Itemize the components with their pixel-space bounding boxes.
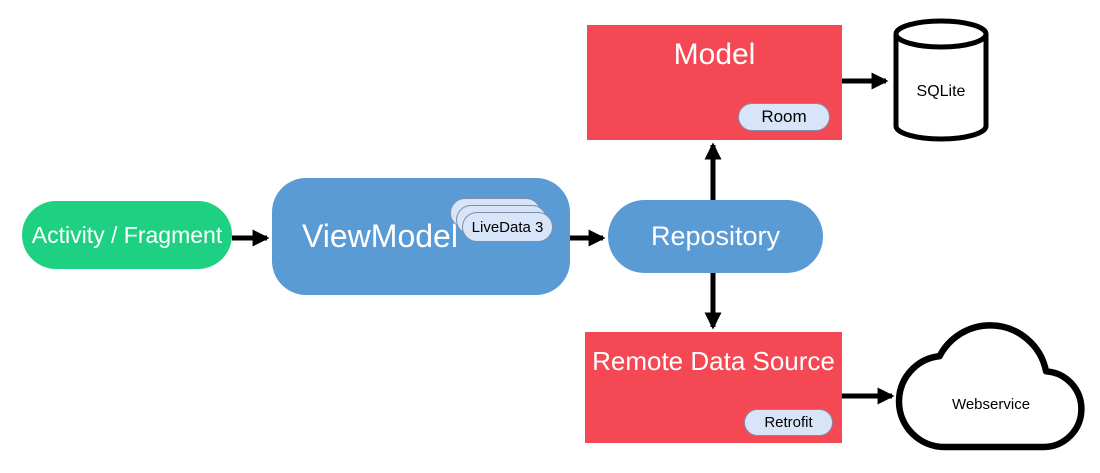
sqlite-database-icon: SQLite bbox=[893, 18, 989, 142]
sqlite-label: SQLite bbox=[917, 83, 966, 100]
node-viewmodel: ViewModel LiveData 3 bbox=[272, 178, 570, 295]
webservice-label: Webservice bbox=[952, 396, 1030, 413]
room-badge: Room bbox=[738, 103, 830, 131]
remote-data-source-label: Remote Data Source bbox=[592, 346, 835, 376]
retrofit-badge: Retrofit bbox=[744, 409, 833, 436]
node-repository: Repository bbox=[608, 200, 823, 273]
livedata-badge-label: LiveData 3 bbox=[471, 218, 544, 236]
node-model: Model Room bbox=[587, 25, 842, 140]
livedata-badge: LiveData 3 bbox=[462, 212, 553, 242]
repository-label: Repository bbox=[650, 221, 781, 251]
webservice-cloud-icon: Webservice bbox=[895, 322, 1085, 451]
node-remote-data-source: Remote Data Source Retrofit bbox=[585, 332, 842, 443]
model-label: Model bbox=[673, 38, 756, 71]
retrofit-badge-label: Retrofit bbox=[764, 414, 813, 431]
node-activity-fragment: Activity / Fragment bbox=[22, 201, 232, 269]
viewmodel-label: ViewModel bbox=[302, 218, 458, 254]
room-badge-label: Room bbox=[761, 107, 807, 126]
activity-fragment-label: Activity / Fragment bbox=[31, 221, 223, 248]
